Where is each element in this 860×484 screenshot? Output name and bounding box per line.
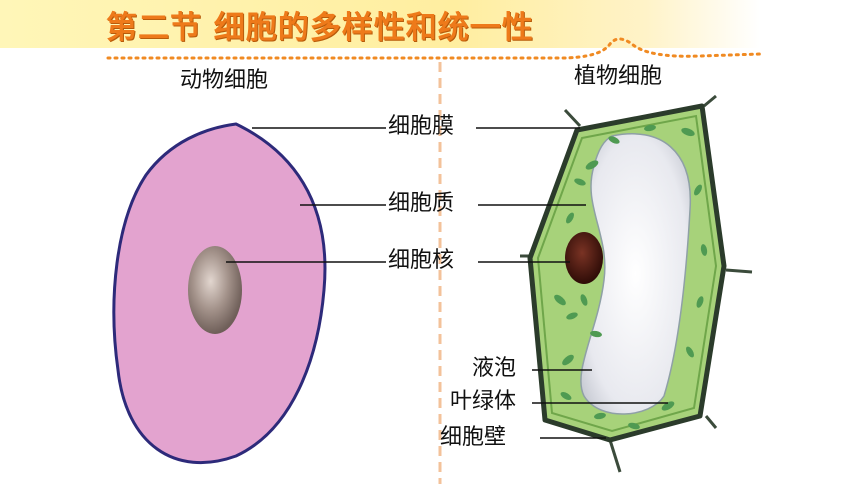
page-title: 第二节 细胞的多样性和统一性 xyxy=(106,10,534,46)
label-chloroplast: 叶绿体 xyxy=(450,389,517,414)
title-banner xyxy=(0,0,760,48)
plant-vacuole xyxy=(580,133,692,415)
label-vacuole: 液泡 xyxy=(472,356,517,381)
plant-cell-membrane xyxy=(536,114,718,433)
label-cytoplasm: 细胞质 xyxy=(388,191,455,216)
leader-lines xyxy=(226,127,668,439)
animal-nucleus xyxy=(188,246,242,334)
label-cell-membrane: 细胞膜 xyxy=(388,114,455,139)
label-cell-wall: 细胞壁 xyxy=(440,425,507,450)
plant-cell-label: 植物细胞 xyxy=(574,64,663,89)
plant-chloroplasts xyxy=(554,124,708,430)
header-dotted-line xyxy=(106,37,762,60)
plant-nucleus xyxy=(565,232,603,284)
animal-cell-label: 动物细胞 xyxy=(180,68,269,93)
label-nucleus: 细胞核 xyxy=(388,248,455,273)
